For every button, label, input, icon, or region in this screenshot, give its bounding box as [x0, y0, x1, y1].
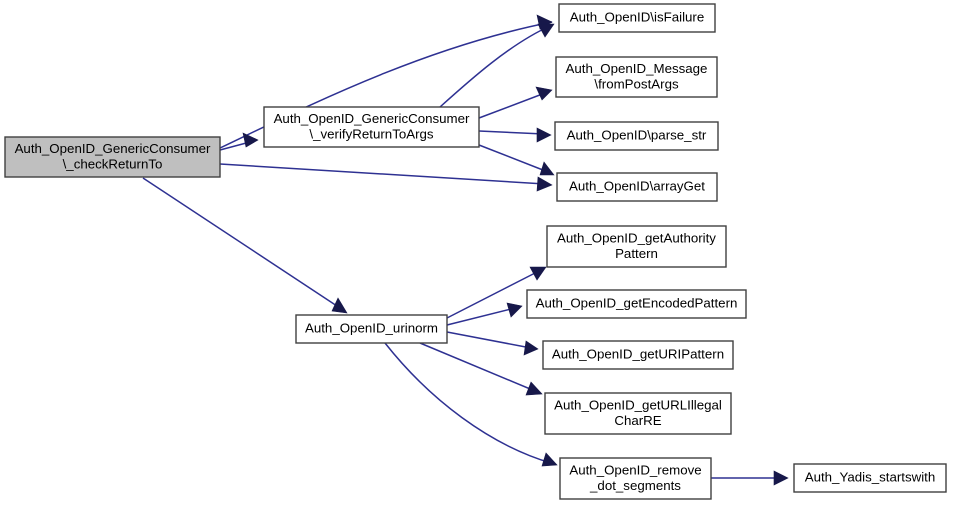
- edge-checkReturnTo-to-isFailure: [219, 21, 553, 149]
- arrowhead-urinorm-to-getURLIllegalCharRE: [525, 381, 543, 396]
- edge-checkReturnTo-to-arrayGet: [219, 163, 546, 185]
- node-label-checkReturnTo-line1: Auth_OpenID_GenericConsumer: [15, 141, 211, 156]
- node-urinorm[interactable]: Auth_OpenID_urinorm: [295, 314, 448, 344]
- node-box-isFailure[interactable]: [558, 3, 716, 33]
- node-box-arrayGet[interactable]: [556, 172, 718, 202]
- arrowhead-verifyReturnToArgs-to-isFailure: [537, 23, 555, 38]
- arrowhead-verifyReturnToArgs-to-messageFromPostArgs: [535, 86, 553, 101]
- edge-verifyReturnToArgs-to-parseStr: [478, 130, 545, 135]
- edge-urinorm-to-getEncodedPattern: [446, 307, 516, 326]
- node-box-yadisStartswith[interactable]: [793, 463, 947, 493]
- node-label-arrayGet-line1: Auth_OpenID\arrayGet: [569, 179, 705, 194]
- node-label-messageFromPostArgs-line1: Auth_OpenID_Message: [566, 61, 708, 76]
- arrowhead-urinorm-to-getAuthorityPattern: [529, 266, 547, 281]
- edge-urinorm-to-getURIPattern: [446, 331, 532, 349]
- node-box-urinorm[interactable]: [295, 314, 448, 344]
- node-messageFromPostArgs[interactable]: Auth_OpenID_Message\fromPostArgs: [555, 56, 718, 98]
- node-checkReturnTo[interactable]: Auth_OpenID_GenericConsumer\_checkReturn…: [4, 136, 221, 178]
- arrowhead-checkReturnTo-to-arrayGet: [536, 176, 553, 192]
- node-label-removeDotSegments-line1: Auth_OpenID_remove: [569, 462, 701, 477]
- node-label-urinorm-line1: Auth_OpenID_urinorm: [305, 321, 438, 336]
- node-arrayGet[interactable]: Auth_OpenID\arrayGet: [556, 172, 718, 202]
- node-box-removeDotSegments[interactable]: [559, 457, 712, 500]
- node-box-getEncodedPattern[interactable]: [526, 289, 747, 319]
- node-box-getURLIllegalCharRE[interactable]: [544, 392, 732, 435]
- node-box-messageFromPostArgs[interactable]: [555, 56, 718, 98]
- node-verifyReturnToArgs[interactable]: Auth_OpenID_GenericConsumer\_verifyRetur…: [263, 106, 480, 148]
- edge-urinorm-to-getAuthorityPattern: [446, 270, 540, 319]
- node-box-getURIPattern[interactable]: [542, 340, 734, 370]
- arrowhead-urinorm-to-getEncodedPattern: [506, 302, 523, 318]
- node-label-getURIPattern-line1: Auth_OpenID_getURIPattern: [552, 347, 724, 362]
- node-label-checkReturnTo-line2: \_checkReturnTo: [63, 156, 163, 171]
- node-label-yadisStartswith-line1: Auth_Yadis_startswith: [805, 470, 936, 485]
- node-label-verifyReturnToArgs-line2: \_verifyReturnToArgs: [309, 126, 434, 141]
- node-label-getAuthorityPattern-line1: Auth_OpenID_getAuthority: [557, 230, 716, 245]
- node-box-getAuthorityPattern[interactable]: [546, 225, 727, 268]
- edges-layer: [142, 14, 789, 486]
- node-label-getAuthorityPattern-line2: Pattern: [615, 246, 658, 261]
- arrowhead-checkReturnTo-to-urinorm: [331, 297, 348, 314]
- edge-checkReturnTo-to-urinorm: [142, 177, 341, 309]
- node-label-messageFromPostArgs-line2: \fromPostArgs: [594, 76, 679, 91]
- node-label-getEncodedPattern-line1: Auth_OpenID_getEncodedPattern: [536, 296, 738, 311]
- node-isFailure[interactable]: Auth_OpenID\isFailure: [558, 3, 716, 33]
- node-removeDotSegments[interactable]: Auth_OpenID_remove_dot_segments: [559, 457, 712, 500]
- node-yadisStartswith[interactable]: Auth_Yadis_startswith: [793, 463, 947, 493]
- node-box-parseStr[interactable]: [554, 121, 719, 151]
- nodes-layer: Auth_OpenID_GenericConsumer\_checkReturn…: [4, 3, 947, 500]
- arrowhead-verifyReturnToArgs-to-parseStr: [536, 127, 552, 143]
- arrowhead-verifyReturnToArgs-to-arrayGet: [539, 161, 555, 176]
- node-label-parseStr-line1: Auth_OpenID\parse_str: [567, 128, 707, 143]
- arrowhead-urinorm-to-getURIPattern: [523, 340, 539, 356]
- arrowhead-checkReturnTo-to-verifyReturnToArgs: [242, 132, 259, 148]
- node-box-verifyReturnToArgs[interactable]: [263, 106, 480, 148]
- edge-verifyReturnToArgs-to-isFailure: [439, 25, 551, 108]
- edge-verifyReturnToArgs-to-messageFromPostArgs: [478, 92, 546, 119]
- node-label-isFailure-line1: Auth_OpenID\isFailure: [570, 10, 705, 25]
- arrowhead-removeDotSegments-to-yadisStartswith: [773, 470, 789, 486]
- node-label-removeDotSegments-line2: _dot_segments: [589, 478, 681, 493]
- edge-verifyReturnToArgs-to-arrayGet: [478, 144, 549, 173]
- node-getEncodedPattern[interactable]: Auth_OpenID_getEncodedPattern: [526, 289, 747, 319]
- node-label-getURLIllegalCharRE-line2: CharRE: [614, 413, 661, 428]
- node-getURIPattern[interactable]: Auth_OpenID_getURIPattern: [542, 340, 734, 370]
- node-label-getURLIllegalCharRE-line1: Auth_OpenID_getURLIllegal: [554, 397, 722, 412]
- edge-urinorm-to-getURLIllegalCharRE: [419, 342, 536, 392]
- node-parseStr[interactable]: Auth_OpenID\parse_str: [554, 121, 719, 151]
- node-box-checkReturnTo[interactable]: [4, 136, 221, 178]
- edge-urinorm-to-removeDotSegments: [384, 342, 552, 464]
- arrowhead-urinorm-to-removeDotSegments: [541, 452, 558, 467]
- node-label-verifyReturnToArgs-line1: Auth_OpenID_GenericConsumer: [274, 111, 470, 126]
